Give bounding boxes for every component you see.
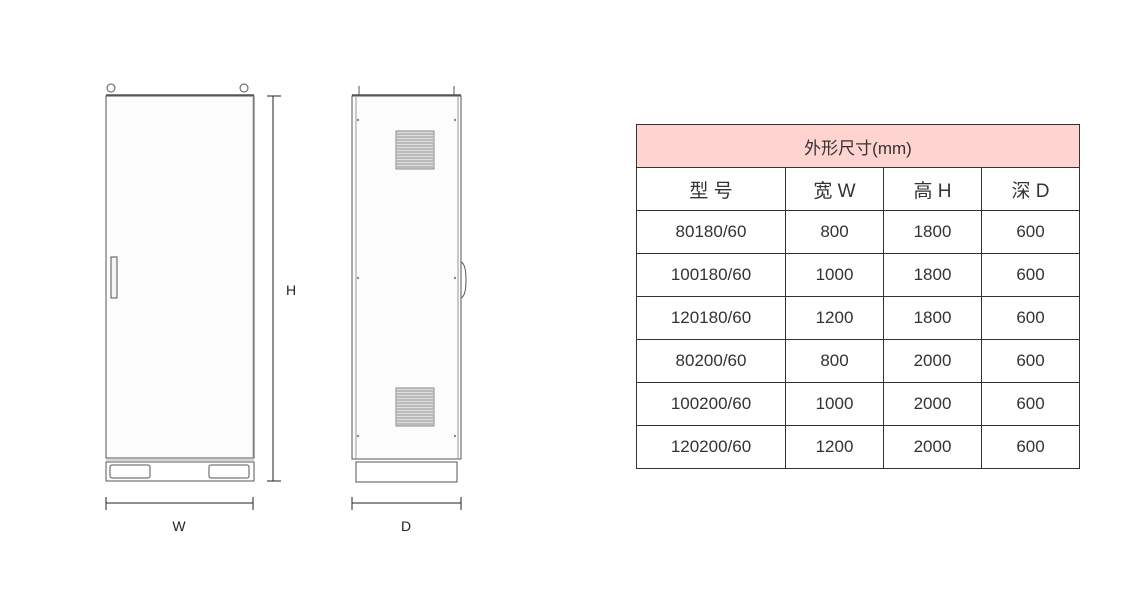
depth-dimension	[351, 497, 462, 510]
cell-width: 1000	[785, 382, 884, 426]
header-height: 高 H	[883, 167, 982, 211]
cell-width: 800	[785, 339, 884, 383]
cell-height: 1800	[883, 253, 982, 297]
cell-depth: 600	[981, 296, 1080, 340]
cell-model: 120200/60	[636, 425, 786, 469]
depth-label: D	[400, 518, 412, 534]
cell-depth: 600	[981, 253, 1080, 297]
side-view	[351, 86, 467, 483]
table-header-row: 型 号 宽 W 高 H 深 D	[636, 167, 1080, 211]
cell-width: 800	[785, 210, 884, 254]
cell-depth: 600	[981, 339, 1080, 383]
header-depth: 深 D	[981, 167, 1080, 211]
header-model: 型 号	[636, 167, 786, 211]
cell-height: 2000	[883, 339, 982, 383]
cell-model: 100180/60	[636, 253, 786, 297]
height-label: H	[285, 282, 297, 298]
cell-width: 1200	[785, 296, 884, 340]
cell-model: 120180/60	[636, 296, 786, 340]
front-view	[105, 83, 255, 482]
cell-height: 1800	[883, 296, 982, 340]
cell-width: 1000	[785, 253, 884, 297]
cell-model: 80180/60	[636, 210, 786, 254]
cell-model: 100200/60	[636, 382, 786, 426]
table-title: 外形尺寸(mm)	[636, 124, 1080, 168]
width-label: W	[172, 518, 186, 534]
cell-depth: 600	[981, 210, 1080, 254]
door-handle	[110, 256, 118, 299]
height-dimension	[267, 95, 281, 482]
cell-width: 1200	[785, 425, 884, 469]
cell-height: 2000	[883, 425, 982, 469]
cell-model: 80200/60	[636, 339, 786, 383]
cell-depth: 600	[981, 425, 1080, 469]
cell-height: 2000	[883, 382, 982, 426]
cell-height: 1800	[883, 210, 982, 254]
cell-depth: 600	[981, 382, 1080, 426]
header-width: 宽 W	[785, 167, 884, 211]
width-dimension	[105, 497, 254, 510]
